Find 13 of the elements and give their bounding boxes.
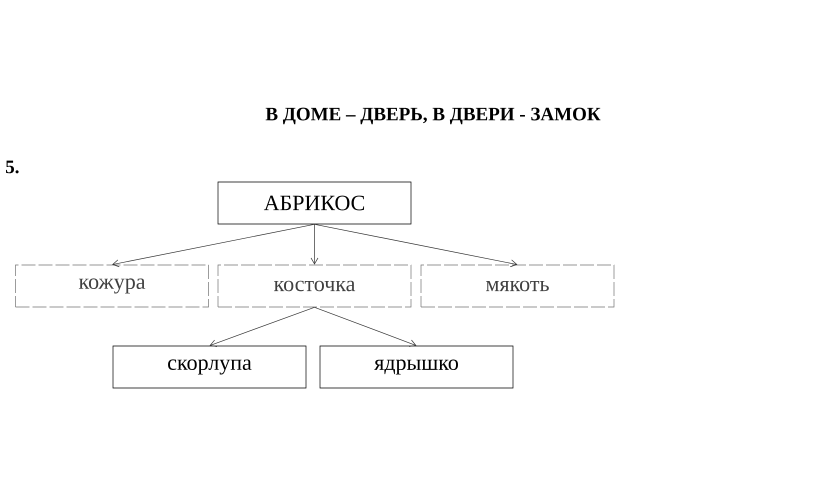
- concept-box: ядрышко: [320, 346, 514, 388]
- concept-box: кожура: [15, 264, 209, 308]
- arrow: [112, 224, 315, 268]
- concept-box: косточка: [218, 264, 412, 308]
- concept-box: мякоть: [420, 264, 614, 308]
- arrow: [210, 306, 315, 347]
- concept-box: АБРИКОС: [218, 182, 412, 224]
- heading: В ДОМЕ – ДВЕРЬ, В ДВЕРИ - ЗАМОК: [266, 108, 600, 124]
- concept-box: скорлупа: [112, 346, 306, 388]
- arrow: [310, 224, 318, 265]
- task-number: 5.: [6, 160, 19, 174]
- arrow: [314, 306, 416, 347]
- arrow: [314, 224, 518, 268]
